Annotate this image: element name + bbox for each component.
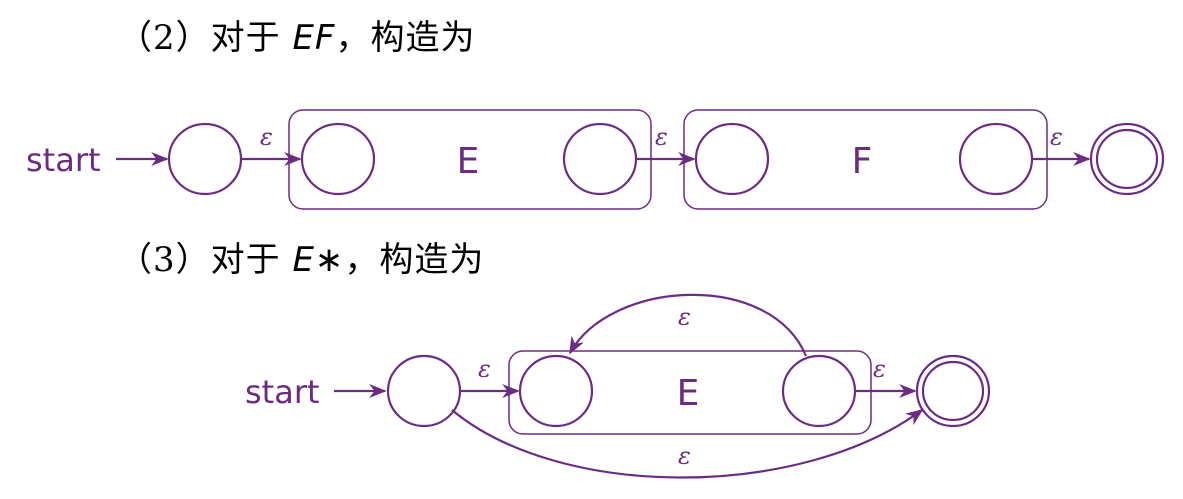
initial-state bbox=[386, 354, 462, 428]
f-end-state bbox=[958, 122, 1034, 196]
epsilon-label: ε bbox=[478, 355, 491, 383]
e-start-state bbox=[300, 122, 376, 196]
f-start-state bbox=[694, 122, 770, 196]
e-start-state bbox=[518, 354, 594, 428]
e-end-state bbox=[562, 122, 638, 196]
heading-kleene-star: （3）对于 E∗，构造为 bbox=[118, 232, 484, 281]
diagram-concatenation: start E F ε ε ε bbox=[26, 109, 1165, 210]
accept-state-outer bbox=[1089, 122, 1165, 196]
box-e-label: E bbox=[677, 373, 700, 414]
heading-concatenation: （2）对于 EF，构造为 bbox=[118, 10, 476, 59]
epsilon-label: ε bbox=[678, 303, 691, 331]
start-label: start bbox=[26, 141, 101, 179]
epsilon-label: ε bbox=[655, 123, 668, 151]
heading-prefix: （3）对于 bbox=[118, 240, 293, 280]
heading-math: EF bbox=[292, 18, 336, 58]
heading-suffix: ，构造为 bbox=[335, 18, 476, 58]
epsilon-label: ε bbox=[1050, 123, 1063, 151]
loop-back-epsilon-edge bbox=[569, 293, 808, 357]
accept-state-outer bbox=[915, 354, 991, 428]
box-e-label: E bbox=[457, 141, 480, 182]
initial-state bbox=[167, 122, 243, 196]
epsilon-label: ε bbox=[678, 442, 691, 470]
epsilon-label: ε bbox=[260, 123, 273, 151]
heading-math: E∗ bbox=[292, 240, 345, 280]
heading-suffix: ，构造为 bbox=[344, 240, 485, 280]
diagram-kleene-star: start E ε ε ε ε bbox=[245, 293, 991, 479]
epsilon-label: ε bbox=[873, 355, 886, 383]
accept-state-inner bbox=[1095, 128, 1159, 190]
start-label: start bbox=[245, 373, 320, 411]
skip-epsilon-edge bbox=[451, 408, 924, 479]
heading-prefix: （2）对于 bbox=[118, 18, 293, 58]
box-f-label: F bbox=[852, 141, 873, 182]
e-end-state bbox=[781, 354, 857, 428]
accept-state-inner bbox=[921, 360, 985, 422]
